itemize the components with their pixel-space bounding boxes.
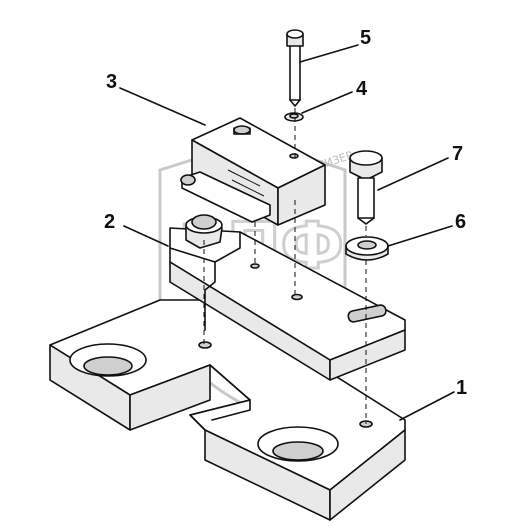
part-4-washer [284, 112, 304, 122]
part-5-screw [286, 29, 304, 107]
part-6-washer [345, 236, 389, 261]
callout-7: 7 [452, 143, 463, 165]
part-2-bracket [169, 227, 406, 381]
callout-5: 5 [360, 27, 371, 49]
hex-nut [185, 214, 223, 249]
part-7-bolt [349, 150, 383, 225]
callout-3: 3 [106, 71, 117, 93]
part-1-base-plate [49, 299, 406, 521]
assembly-guide-lines [203, 108, 367, 424]
leader-lines [119, 44, 455, 421]
callout-1: 1 [456, 377, 467, 399]
callout-2: 2 [104, 211, 115, 233]
part-3-switch [180, 117, 326, 226]
callout-6: 6 [455, 211, 466, 233]
callout-4: 4 [356, 78, 368, 100]
